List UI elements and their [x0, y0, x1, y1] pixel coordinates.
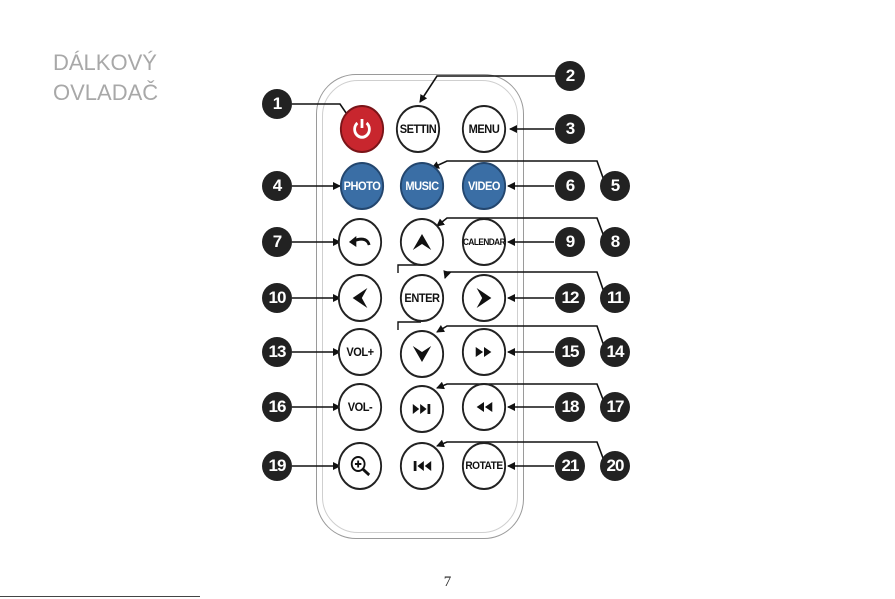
callout-18: 18: [555, 392, 585, 422]
callout-20: 20: [600, 451, 630, 481]
callout-9: 9: [555, 227, 585, 257]
power-button[interactable]: [340, 105, 384, 153]
callout-5: 5: [600, 171, 630, 201]
callout-4: 4: [262, 171, 292, 201]
right-button[interactable]: [462, 274, 506, 322]
callout-11: 11: [600, 283, 630, 313]
rewind-button[interactable]: [462, 383, 506, 431]
callout-19: 19: [262, 451, 292, 481]
leader-14-tail: [398, 322, 421, 330]
fast-forward-icon: [474, 345, 494, 359]
up-button[interactable]: [400, 218, 444, 266]
callout-7: 7: [262, 227, 292, 257]
callout-17: 17: [600, 392, 630, 422]
next-button[interactable]: [400, 385, 444, 433]
rotate-button[interactable]: ROTATE: [462, 442, 506, 490]
back-button[interactable]: [338, 218, 382, 266]
callout-13: 13: [262, 337, 292, 367]
vol-minus-button[interactable]: VOL-: [338, 383, 382, 431]
skip-previous-icon: [411, 459, 433, 473]
chevron-left-icon: [350, 285, 370, 311]
chevron-down-icon: [410, 343, 434, 365]
callout-8: 8: [600, 227, 630, 257]
chevron-right-icon: [474, 285, 494, 311]
calendar-button[interactable]: CALENDAR: [462, 218, 506, 266]
callout-2: 2: [555, 61, 585, 91]
menu-button[interactable]: MENU: [462, 105, 506, 153]
callout-14: 14: [600, 337, 630, 367]
callout-15: 15: [555, 337, 585, 367]
callout-6: 6: [555, 171, 585, 201]
callout-1: 1: [262, 89, 292, 119]
previous-button[interactable]: [400, 442, 444, 490]
zoom-in-icon: [348, 453, 372, 479]
back-arrow-icon: [347, 232, 373, 252]
rewind-icon: [474, 400, 494, 414]
callout-10: 10: [262, 283, 292, 313]
settin-button[interactable]: SETTIN: [396, 105, 440, 153]
page-number: 7: [0, 574, 895, 591]
vol-plus-button[interactable]: VOL+: [338, 328, 382, 376]
video-button[interactable]: VIDEO: [462, 162, 506, 210]
leader-2: [420, 76, 556, 102]
left-button[interactable]: [338, 274, 382, 322]
enter-button[interactable]: ENTER: [400, 274, 444, 322]
footer-line: [0, 596, 200, 597]
photo-button[interactable]: PHOTO: [340, 162, 384, 210]
fast-forward-button[interactable]: [462, 328, 506, 376]
callout-16: 16: [262, 392, 292, 422]
callout-21: 21: [555, 451, 585, 481]
power-icon: [350, 116, 374, 142]
skip-next-icon: [411, 402, 433, 416]
callout-12: 12: [555, 283, 585, 313]
callout-3: 3: [555, 114, 585, 144]
down-button[interactable]: [400, 330, 444, 378]
chevron-up-icon: [410, 231, 434, 253]
music-button[interactable]: MUSIC: [400, 162, 444, 210]
zoom-button[interactable]: [338, 442, 382, 490]
